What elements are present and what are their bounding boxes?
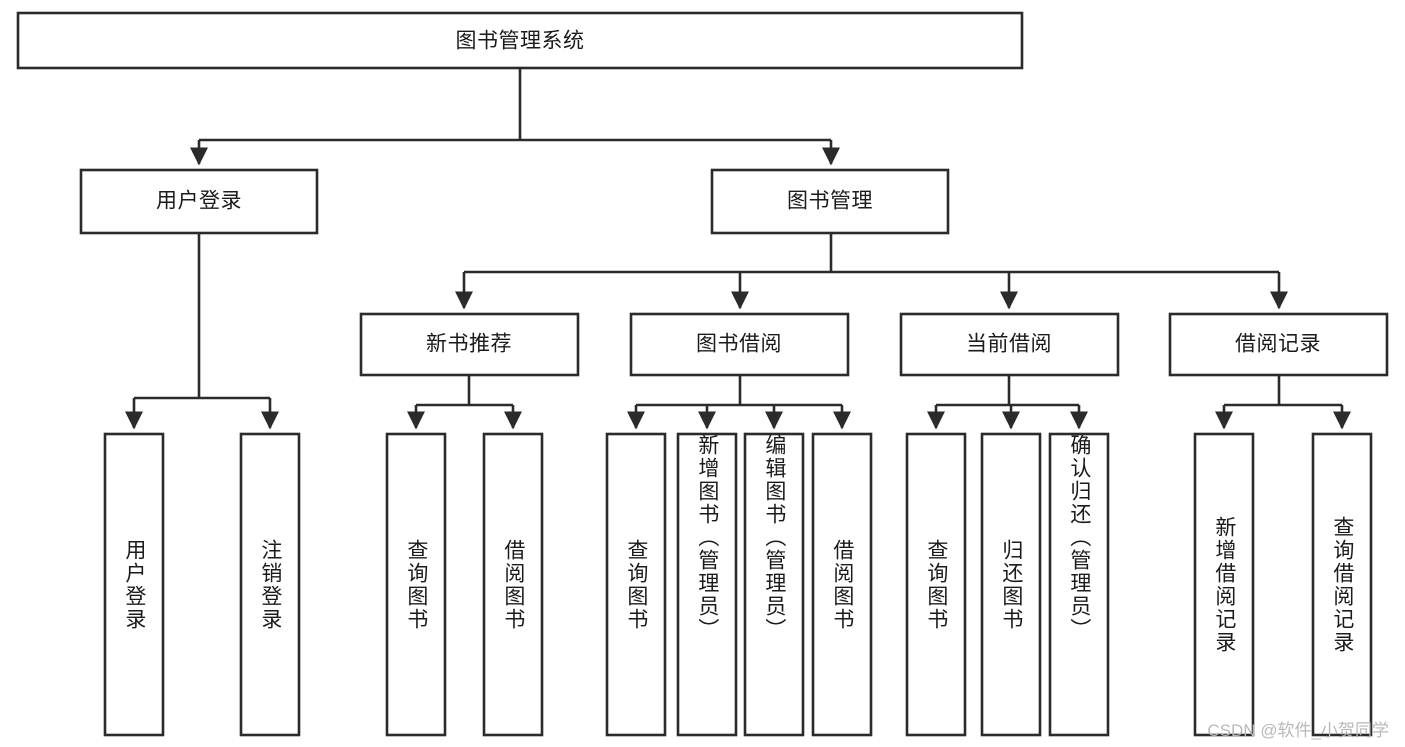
node-book-manage[interactable]: 图书管理 <box>710 168 950 235</box>
leaf-box-add-record[interactable] <box>1193 432 1255 737</box>
leaf-boxes <box>103 432 1373 737</box>
node-book-borrow[interactable]: 图书借阅 <box>629 312 850 377</box>
node-current-borrow[interactable]: 当前借阅 <box>899 312 1120 377</box>
node-book-borrow-label: 图书借阅 <box>696 333 782 356</box>
node-borrow-record-box[interactable] <box>1168 312 1389 377</box>
node-borrow-record-label: 借阅记录 <box>1235 333 1321 356</box>
connector-group-user-login <box>124 233 280 430</box>
node-new-book-recommend-box[interactable] <box>359 312 580 377</box>
connector-group-current-borrow <box>926 375 1089 430</box>
leaf-box-edit-book[interactable] <box>743 432 805 737</box>
node-user-login-label: 用户登录 <box>156 190 242 213</box>
node-book-manage-box[interactable] <box>710 168 950 235</box>
node-current-borrow-label: 当前借阅 <box>966 333 1052 356</box>
leaf-box-logout-login[interactable] <box>239 432 301 737</box>
node-book-manage-label: 图书管理 <box>787 190 873 213</box>
node-book-borrow-box[interactable] <box>629 312 850 377</box>
leaf-box-query-book-2[interactable] <box>605 432 667 737</box>
leaf-box-borrow-book-2[interactable] <box>811 432 873 737</box>
leaf-box-return-book[interactable] <box>980 432 1042 737</box>
node-new-book-recommend-label: 新书推荐 <box>426 333 512 356</box>
node-borrow-record[interactable]: 借阅记录 <box>1168 312 1389 377</box>
csdn-watermark: CSDN @软件_小贺同学 <box>1207 721 1389 740</box>
leaf-box-borrow-book-1[interactable] <box>482 432 544 737</box>
leaf-box-confirm-return[interactable] <box>1048 432 1110 737</box>
leaf-box-query-book-3[interactable] <box>905 432 967 737</box>
connector-group-book-borrow <box>626 375 852 430</box>
leaf-box-user-login[interactable] <box>103 432 165 737</box>
node-root-label: 图书管理系统 <box>456 30 585 53</box>
node-root-box[interactable] <box>16 11 1024 70</box>
node-root[interactable]: 图书管理系统 <box>16 11 1024 70</box>
leaf-box-query-book-1[interactable] <box>385 432 447 737</box>
connector-group-new-book-recommend <box>406 375 523 430</box>
node-current-borrow-box[interactable] <box>899 312 1120 377</box>
connector-group-book-manage <box>454 233 1289 310</box>
node-user-login-box[interactable] <box>79 168 319 235</box>
connector-group-borrow-record <box>1214 375 1352 430</box>
connector-group-root <box>189 68 841 166</box>
node-new-book-recommend[interactable]: 新书推荐 <box>359 312 580 377</box>
leaf-box-query-record[interactable] <box>1311 432 1373 737</box>
node-user-login[interactable]: 用户登录 <box>79 168 319 235</box>
leaf-box-add-book[interactable] <box>676 432 738 737</box>
